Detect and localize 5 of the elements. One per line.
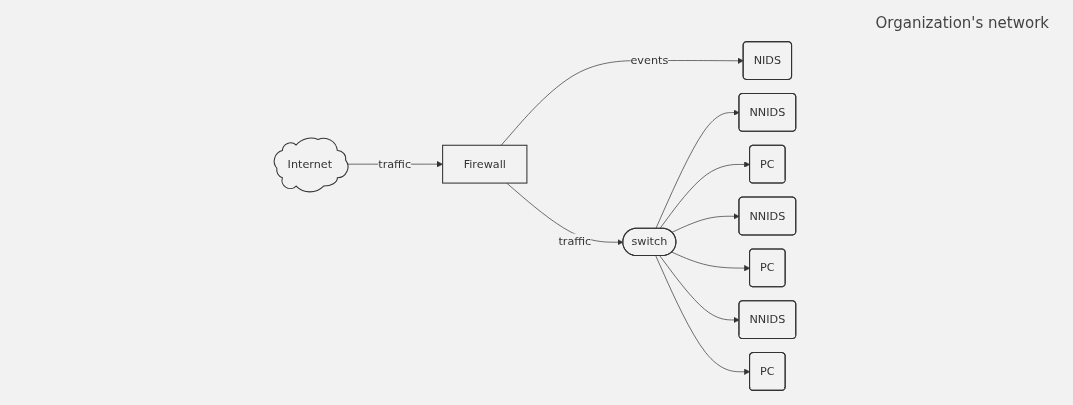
edge-label: traffic (378, 157, 412, 171)
node-box: Firewall (442, 144, 528, 184)
network-label: Organization's network (875, 14, 1049, 32)
edge-label: events (630, 53, 669, 67)
edge-label: traffic (558, 234, 592, 249)
